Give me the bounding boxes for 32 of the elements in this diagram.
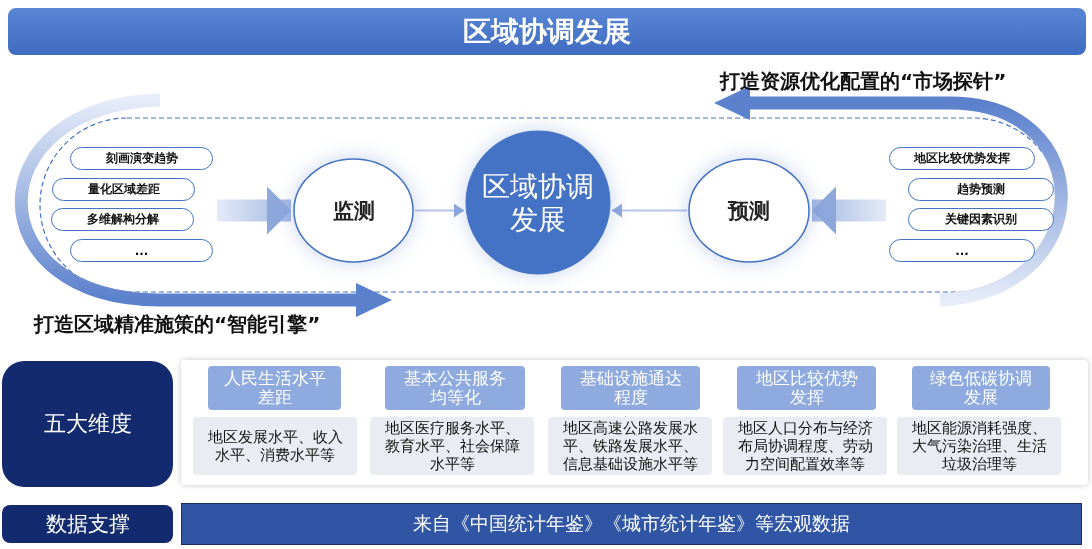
circle-node: 监测 xyxy=(293,158,414,263)
description-box: 地区人口分布与经济布局协调程度、劳动力空间配置效率等 xyxy=(723,417,887,475)
pill-box: 地区比较优势发挥 xyxy=(889,147,1035,170)
pill-box: ... xyxy=(70,239,213,262)
card-background xyxy=(181,360,1088,485)
pill-box: 刻画演变趋势 xyxy=(70,147,213,170)
dimension-box: 五大维度 xyxy=(2,361,173,487)
dimension-heading: 人民生活水平差距 xyxy=(208,366,341,410)
pill-box: 多维解构分解 xyxy=(51,208,194,231)
circle-node: 区域协调发展 xyxy=(465,130,611,275)
pill-box: 量化区域差距 xyxy=(52,178,195,201)
dimension-heading: 基本公共服务均等化 xyxy=(385,366,525,410)
circle-node: 预测 xyxy=(688,158,810,263)
pill-box: 关键因素识别 xyxy=(908,208,1054,231)
block-arrow xyxy=(812,186,886,235)
dimension-heading: 绿色低碳协调发展 xyxy=(912,366,1050,410)
data-source-bar: 来自《中国统计年鉴》《城市统计年鉴》等宏观数据 xyxy=(181,503,1082,545)
dimension-heading: 基础设施通达程度 xyxy=(561,366,700,410)
block-arrow xyxy=(217,186,291,235)
description-box: 地区发展水平、收入水平、消费水平等 xyxy=(193,417,357,475)
title-bar: 区域协调发展 xyxy=(8,8,1086,55)
description-box: 地区能源消耗强度、大气污染治理、生活垃圾治理等 xyxy=(897,417,1061,475)
pill-box: ... xyxy=(889,239,1035,262)
dimension-heading: 地区比较优势发挥 xyxy=(737,366,876,410)
slogan-text: 打造区域精准施策的“智能引擎” xyxy=(34,311,321,338)
description-box: 地区医疗服务水平、教育水平、社会保障水平等 xyxy=(370,417,534,475)
arrow xyxy=(414,203,465,218)
data-box: 数据支撑 xyxy=(2,505,173,543)
slogan-text: 打造资源优化配置的“市场探针” xyxy=(720,68,1007,95)
arrow xyxy=(611,203,688,218)
pill-box: 趋势预测 xyxy=(908,178,1054,201)
description-box: 地区高速公路发展水平、铁路发展水平、信息基础设施水平等 xyxy=(548,417,712,475)
